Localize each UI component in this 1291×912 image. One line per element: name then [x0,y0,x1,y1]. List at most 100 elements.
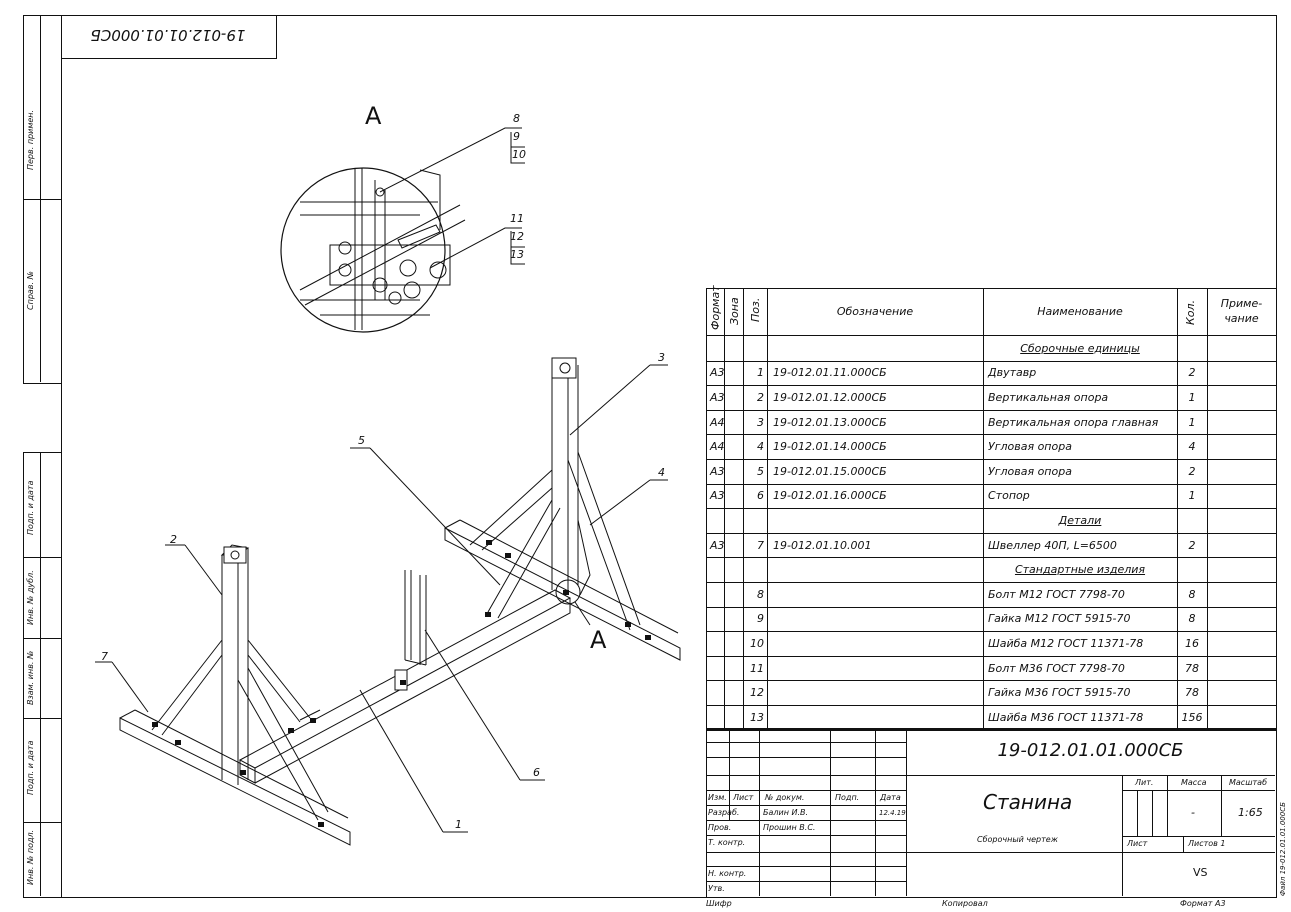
cell-pos: 10 [750,636,764,650]
header-qty: Кол. [1184,299,1197,325]
scale-value: 1:65 [1238,806,1263,819]
row-separator [706,459,1276,460]
role-4: Н. контр. [708,869,747,878]
cell-designation [773,680,987,705]
cell-qty: 8 [1188,612,1196,626]
left-channel [119,709,351,846]
cell-pos: 8 [757,587,764,601]
row-separator [706,680,1276,682]
row-separator [706,532,1276,534]
cell-qty: 2 [1188,464,1196,478]
spec-section-row: Сборочные единицы [706,336,1276,361]
role-2: Т. контр. [708,838,746,847]
cell-format [710,705,728,730]
callout-13: 13 [510,248,524,261]
cell-pos: 4 [757,440,764,454]
cell-name: Угловая опора [988,464,1072,478]
cell-pos: 7 [757,538,764,552]
header-zone: Зона [728,297,741,325]
cell-format: А3 [710,366,725,380]
cell-qty: 2 [1188,538,1196,552]
cell-format: А4 [710,415,725,429]
right-vertical-support [469,357,641,631]
cell-format [710,631,728,656]
row-separator [706,434,1276,436]
callout-2: 2 [170,533,177,546]
section-title: Стандартные изделия [1014,563,1146,577]
view-marker-label: А [590,626,607,654]
detail-view-a [280,167,466,333]
header-pos: Поз. [749,297,762,322]
cell-designation: 19-012.01.15.000СБ [773,464,887,478]
row-separator [706,508,1276,510]
cell-pos: 5 [757,464,764,478]
footer-shifr: Шифр [706,899,732,908]
cell-name: Угловая опора [988,440,1072,454]
section-title: Сборочные единицы [1020,341,1140,355]
assembly-drawing [95,127,681,846]
cell-format: А3 [710,489,725,503]
cell-format [710,656,728,681]
row-separator [706,483,1276,485]
cell-designation [773,705,987,730]
cell-format [710,607,728,632]
cell-designation: 19-012.01.13.000СБ [773,415,887,429]
spec-row: 11 Болт М36 ГОСТ 7798-70 78 [706,656,1276,681]
rotated-code-box [61,15,277,59]
cell-format: А3 [710,464,725,478]
sheets-label: Листов 1 [1188,839,1226,848]
cell-pos: 1 [757,366,764,380]
cell-pos: 2 [757,390,764,404]
col-sign: Подп. [835,793,860,802]
callout-8: 8 [513,112,520,125]
header-note: Приме- чание [1220,297,1263,325]
spec-row: 10 Шайба М12 ГОСТ 11371-78 16 [706,631,1276,656]
cell-pos: 9 [757,612,764,626]
row-separator [706,385,1276,387]
row-separator [706,606,1276,608]
col-izm: Изм. [708,793,727,802]
row-separator [706,360,1276,362]
role-1-name: Прошин В.С. [763,823,816,832]
title-block-subtitle: Сборочный чертеж [977,835,1058,844]
cell-name: Шайба М36 ГОСТ 11371-78 [988,710,1144,724]
mass-value: - [1191,806,1195,819]
callout-10: 10 [512,148,526,161]
right-channel [444,519,681,661]
cell-name: Стопор [988,489,1030,503]
cell-qty: 1 [1188,390,1196,404]
cell-designation: 19-012.01.12.000СБ [773,390,887,404]
callout-12: 12 [510,230,524,243]
callout-11: 11 [510,212,524,225]
left-vertical-support [151,544,329,821]
cell-name: Гайка М36 ГОСТ 5915-70 [988,686,1131,700]
spec-section-row: Детали [706,508,1276,533]
spec-section-row: Стандартные изделия [706,557,1276,582]
cell-pos: 11 [750,661,764,675]
row-separator [706,729,1276,731]
cell-designation [773,582,987,607]
cell-qty: 78 [1185,661,1199,675]
cell-pos: 13 [750,710,764,724]
cell-designation: 19-012.01.10.001 [773,538,872,552]
role-0-date: 12.4.19 [879,809,906,817]
cell-name: Шайба М12 ГОСТ 11371-78 [988,636,1144,650]
row-separator [706,655,1276,657]
callout-6: 6 [533,766,540,779]
callout-5: 5 [358,434,365,447]
cell-format: А3 [710,390,725,404]
cell-name: Болт М36 ГОСТ 7798-70 [988,661,1125,675]
mass-label: Масса [1181,778,1207,787]
sheet-label: Лист [1127,839,1148,848]
col-date: Дата [880,793,901,802]
cell-qty: 16 [1185,636,1199,650]
callout-7: 7 [101,650,108,663]
